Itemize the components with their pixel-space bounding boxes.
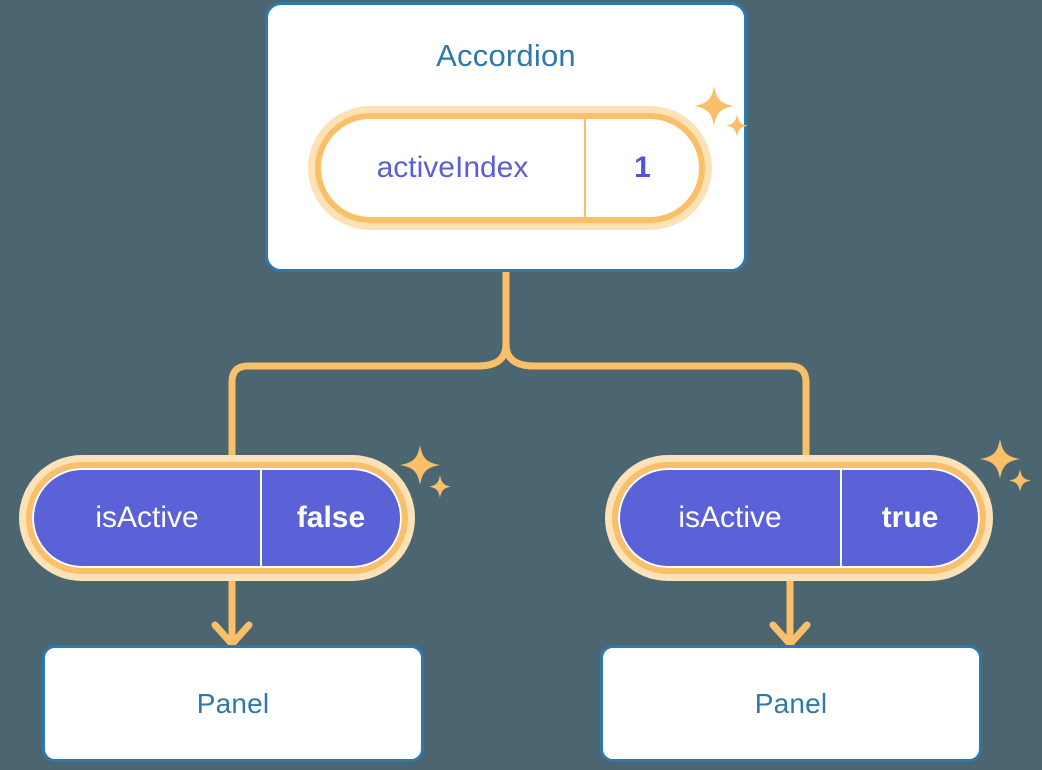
state-badge-key: activeIndex — [321, 119, 586, 217]
state-badge-isactive-right[interactable]: isActive true — [612, 462, 986, 574]
state-badge-key: isActive — [34, 470, 262, 566]
state-badge-value: false — [296, 501, 366, 534]
state-badge-isactive-left[interactable]: isActive false — [26, 462, 408, 574]
state-badge-activeindex[interactable]: activeIndex 1 — [315, 113, 705, 223]
panel-title: Panel — [196, 687, 270, 719]
state-badge-value: 1 — [634, 151, 651, 184]
arrow-down-icon-right-head — [769, 621, 811, 648]
connector-left-branch — [228, 340, 510, 459]
connector-right-branch — [502, 340, 810, 459]
panel-title: Panel — [754, 687, 828, 719]
component-card-panel-left[interactable]: Panel — [42, 645, 424, 762]
state-badge-inner: isActive true — [618, 468, 980, 568]
page-title: Accordion — [436, 38, 576, 73]
sparkle-large — [980, 439, 1020, 479]
component-card-accordion[interactable]: Accordion activeIndex 1 — [265, 2, 747, 272]
state-badge-inner: isActive false — [32, 468, 402, 568]
sparkle-small — [1009, 469, 1031, 492]
state-badge-key: isActive — [620, 470, 842, 566]
sparkle-small — [429, 475, 451, 498]
component-card-panel-right[interactable]: Panel — [600, 645, 982, 762]
arrow-down-icon-left-head — [211, 621, 253, 648]
state-badge-value: true — [881, 501, 939, 534]
sparkle-large — [400, 445, 440, 485]
sparkles-icon — [978, 436, 1040, 507]
